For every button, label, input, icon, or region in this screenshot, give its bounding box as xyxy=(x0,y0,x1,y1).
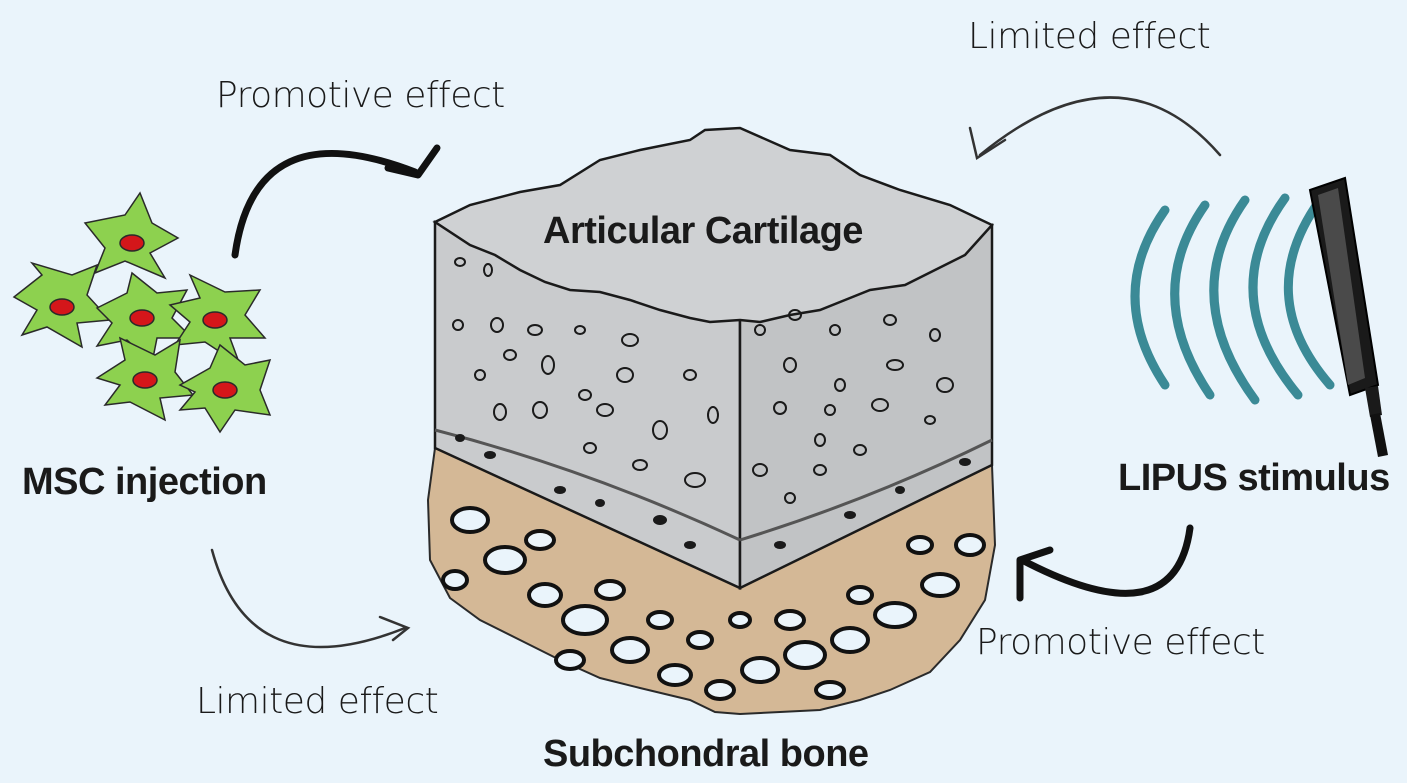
msc-cell xyxy=(180,345,270,432)
msc-cell xyxy=(85,193,178,278)
promotive-arrow-msc xyxy=(235,148,437,255)
bottom-right-effect-label: Promotive effect xyxy=(976,622,1265,663)
subchondral-bone-label: Subchondral bone xyxy=(543,733,869,776)
bottom-left-effect-label: Limited effect xyxy=(196,681,438,722)
limited-arrow-lipus xyxy=(970,98,1220,159)
msc-cell xyxy=(97,338,193,420)
msc-cell xyxy=(14,263,110,347)
top-right-effect-label: Limited effect xyxy=(968,16,1210,57)
lipus-stimulus-label: LIPUS stimulus xyxy=(1118,457,1390,500)
limited-arrow-msc xyxy=(212,550,408,647)
top-left-effect-label: Promotive effect xyxy=(216,75,505,116)
articular-cartilage-label: Articular Cartilage xyxy=(543,210,863,253)
msc-cell-icon xyxy=(14,193,270,432)
msc-injection-label: MSC injection xyxy=(22,461,267,504)
ultrasound-transducer-icon xyxy=(1310,178,1388,457)
promotive-arrow-lipus xyxy=(1020,528,1190,598)
ultrasound-waves-icon xyxy=(1135,198,1330,400)
